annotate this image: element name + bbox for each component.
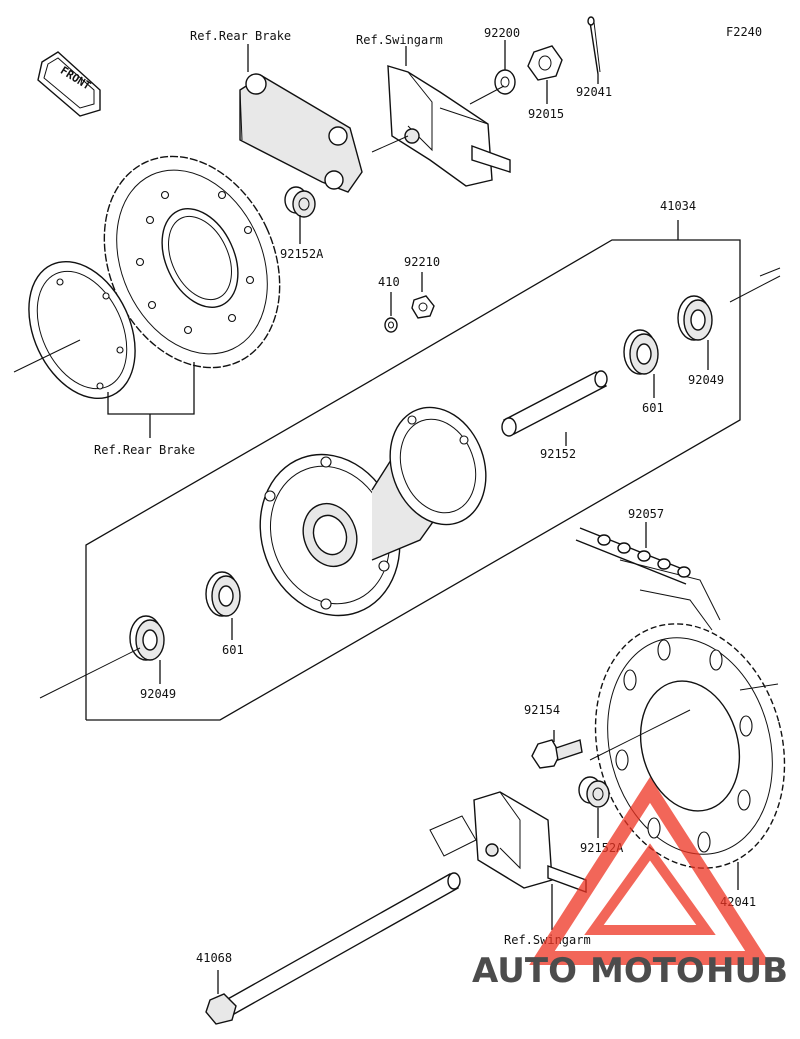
collar-top	[284, 186, 316, 218]
leader-lines	[13, 40, 781, 994]
bearing-601-right	[623, 329, 659, 375]
label-92015: 92015	[528, 107, 564, 121]
axle-41068	[205, 872, 461, 1025]
seal-92049-left	[129, 615, 165, 661]
label-92049-right: 92049	[688, 373, 724, 387]
cotter-pin-92041	[587, 16, 601, 75]
front-arrow-icon: FRONT	[37, 51, 101, 117]
label-92200: 92200	[484, 26, 520, 40]
diagram-code: F2240	[726, 25, 762, 39]
label-92154: 92154	[524, 703, 560, 717]
brake-gasket	[28, 260, 136, 400]
watermark-text-hub: HUB	[706, 951, 788, 991]
ref-swingarm-top-label: Ref.Swingarm	[356, 33, 443, 47]
spacer-92152	[501, 370, 608, 437]
nut-92210	[411, 295, 435, 319]
collar-bottom	[578, 776, 610, 808]
label-601-right: 601	[642, 401, 664, 415]
castle-nut-92015	[527, 45, 563, 81]
label-92152A-top: 92152A	[280, 247, 324, 261]
label-92152: 92152	[540, 447, 576, 461]
label-601-left: 601	[222, 643, 244, 657]
wheel-hub	[259, 406, 487, 617]
seal-92049-right	[677, 295, 713, 341]
label-92049-left: 92049	[140, 687, 176, 701]
watermark-text-moto: MOTO	[590, 951, 705, 991]
bolt-92154	[531, 739, 583, 769]
label-92041: 92041	[576, 85, 612, 99]
chain-adjuster-bottom	[429, 791, 587, 894]
chain-adjuster-top	[387, 65, 511, 187]
washer-410	[384, 317, 398, 333]
bearing-601-left	[205, 571, 241, 617]
watermark-text-auto: AUTO	[472, 951, 577, 991]
label-41068: 41068	[196, 951, 232, 965]
label-41034: 41034	[660, 199, 696, 213]
washer-92200	[494, 69, 516, 95]
label-92057: 92057	[628, 507, 664, 521]
brake-disc	[103, 155, 281, 369]
label-92210: 92210	[404, 255, 440, 269]
drive-chain	[575, 527, 721, 631]
ref-rear-brake-bottom-label: Ref.Rear Brake	[94, 443, 195, 457]
ref-rear-brake-top-label: Ref.Rear Brake	[190, 29, 291, 43]
brake-caliper-bracket	[239, 73, 363, 193]
automotohub-watermark: AUTO MOTO HUB	[472, 777, 788, 991]
hub-assembly-outline	[85, 220, 741, 721]
label-410: 410	[378, 275, 400, 289]
